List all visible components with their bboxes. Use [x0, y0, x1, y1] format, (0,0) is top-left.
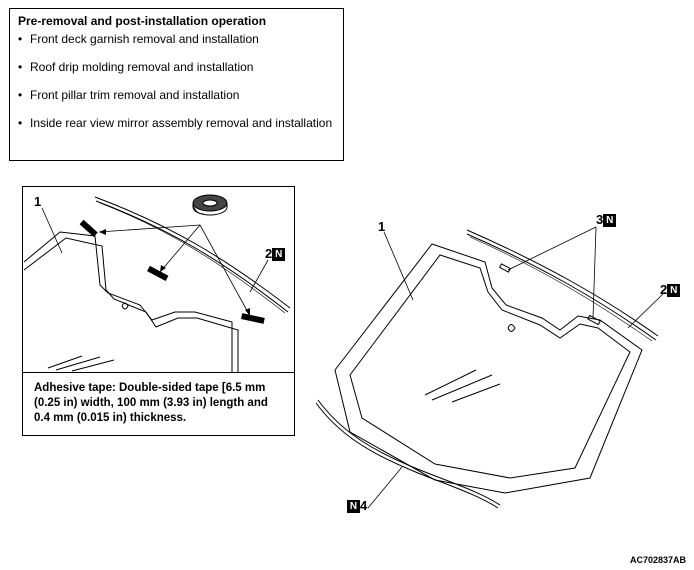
main-lower-molding — [315, 399, 501, 509]
inset-roof-molding — [94, 196, 291, 314]
pre-removal-operations-box: Pre-removal and post-installation operat… — [9, 8, 344, 161]
operation-item: Front deck garnish removal and installat… — [18, 32, 335, 60]
operations-list: Front deck garnish removal and installat… — [18, 32, 335, 144]
detail-inset-box — [22, 186, 295, 436]
adhesive-tape-pieces — [79, 219, 265, 324]
operation-item: Inside rear view mirror assembly removal… — [18, 116, 335, 144]
new-part-n-icon: N — [347, 500, 360, 514]
inset-windshield-glass — [23, 231, 239, 372]
main-upper-molding — [466, 229, 659, 342]
new-part-n-icon: N — [272, 248, 286, 262]
operations-title: Pre-removal and post-installation operat… — [18, 14, 267, 28]
new-part-n-icon: N — [667, 284, 681, 298]
inset-leader-lines — [41, 207, 269, 317]
callout-main-glass: 1 — [378, 219, 386, 234]
new-part-n-icon: N — [603, 214, 617, 228]
main-windshield-glass — [334, 243, 643, 494]
tape-roll-icon — [192, 194, 228, 216]
operation-item: Front pillar trim removal and installati… — [18, 88, 335, 116]
molding-clips — [498, 263, 601, 326]
operation-item: Roof drip molding removal and installati… — [18, 60, 335, 88]
callout-inset-glass: 1 — [34, 194, 42, 209]
figure-code: AC702837AB — [629, 555, 686, 565]
adhesive-tape-note: Adhesive tape: Double-sided tape [6.5 mm… — [22, 372, 295, 436]
main-leader-lines — [367, 226, 666, 509]
